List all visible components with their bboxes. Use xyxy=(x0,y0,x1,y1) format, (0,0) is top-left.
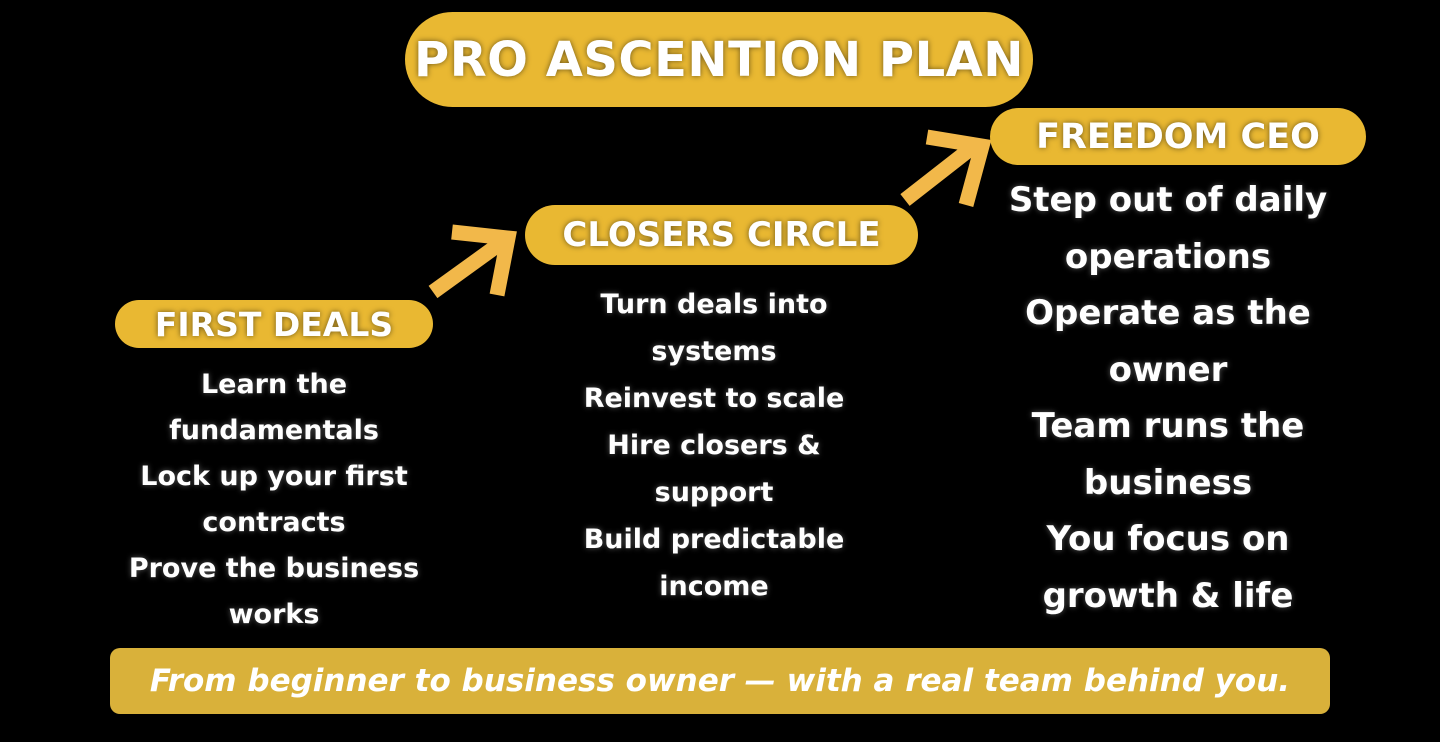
stage-item-line: Operate as the xyxy=(1025,293,1311,333)
stage-item: Hire closers & support xyxy=(534,422,894,516)
arrow-icon xyxy=(900,129,992,207)
stage-item-line: works xyxy=(228,599,320,630)
stage-item-line: business xyxy=(1083,462,1253,503)
stage-item: Learn the fundamentals xyxy=(94,362,454,454)
stage-item-line: owner xyxy=(1108,349,1228,390)
stage-title-first-deals: FIRST DEALS xyxy=(115,300,433,348)
stage-title-freedom-ceo: FREEDOM CEO xyxy=(990,108,1366,165)
stage-item-line: Team runs the xyxy=(1031,406,1305,446)
stage-item-line: growth & life xyxy=(1042,575,1294,616)
stage-title-closers-circle: CLOSERS CIRCLE xyxy=(525,205,918,265)
stage-item: Step out of daily operations xyxy=(968,172,1368,285)
stage-item: Operate as the owner xyxy=(968,285,1368,398)
stage-item: Reinvest to scale xyxy=(534,375,894,422)
page-title: PRO ASCENTION PLAN xyxy=(405,12,1033,107)
stage-item-line: Reinvest to scale xyxy=(583,383,845,414)
stage-item-line: Learn the xyxy=(200,369,348,400)
stage-item: Turn deals into systems xyxy=(534,281,894,375)
stage-item-line: Hire closers & xyxy=(607,430,821,461)
stage-item-line: income xyxy=(659,571,769,602)
stage-item-line: operations xyxy=(1064,236,1272,277)
stage-item: Team runs the business xyxy=(968,398,1368,511)
stage-item-line: fundamentals xyxy=(169,415,379,446)
stage-item-line: Prove the business xyxy=(128,553,420,584)
stage-item-line: Turn deals into xyxy=(600,289,828,320)
stage-item-line: Step out of daily xyxy=(1008,180,1328,220)
stage-item-line: systems xyxy=(651,336,777,367)
stage-item-line: support xyxy=(654,477,774,508)
stage-item-line: contracts xyxy=(202,507,346,538)
stage-item: Build predictable income xyxy=(534,516,894,610)
stage-item-line: Build predictable xyxy=(583,524,845,555)
tagline-banner: From beginner to business owner — with a… xyxy=(110,648,1330,714)
stage-item-line: Lock up your first xyxy=(140,461,408,492)
stage-item: Prove the business works xyxy=(94,546,454,638)
stage-item: Lock up your first contracts xyxy=(94,454,454,546)
stage-item: You focus on growth & life xyxy=(968,511,1368,624)
arrow-icon xyxy=(428,224,517,299)
stage-item-line: You focus on xyxy=(1046,519,1290,559)
